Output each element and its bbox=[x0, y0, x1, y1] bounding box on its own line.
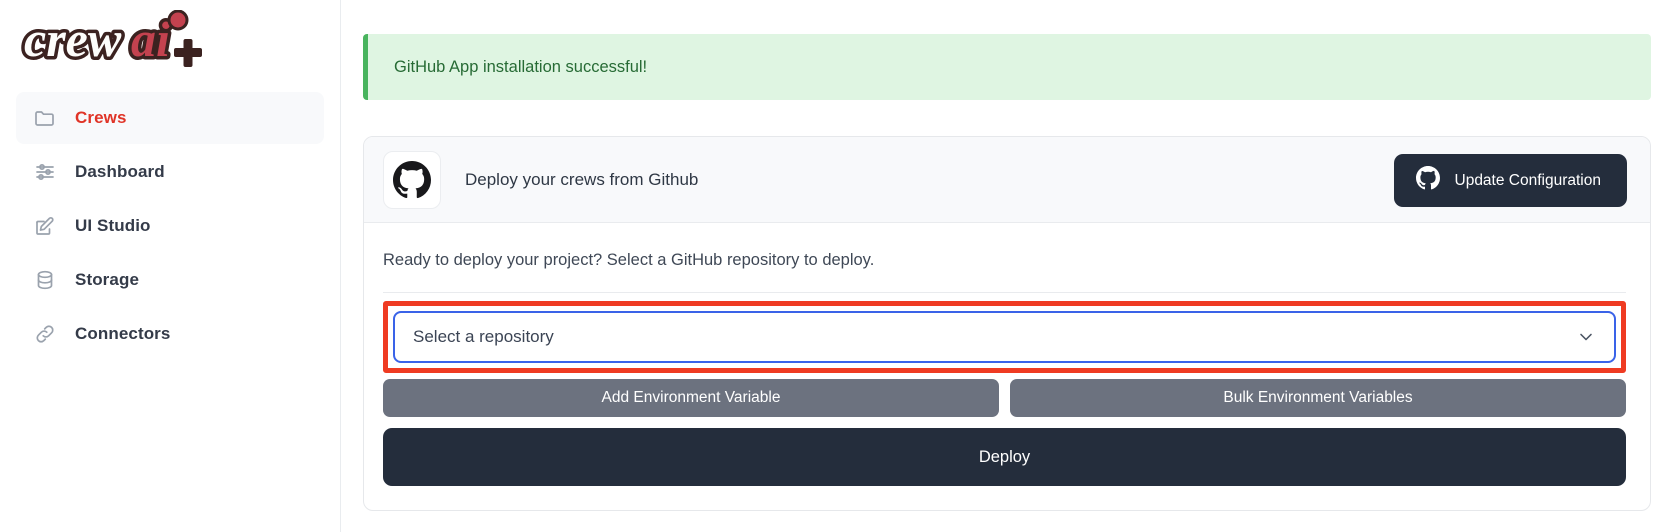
svg-text:ai: ai bbox=[131, 11, 170, 67]
svg-text:crew: crew bbox=[24, 11, 122, 67]
card-title: Deploy your crews from Github bbox=[465, 169, 699, 189]
repository-select-highlight: Select a repository bbox=[383, 301, 1626, 373]
sliders-icon bbox=[32, 159, 58, 185]
update-configuration-button[interactable]: Update Configuration bbox=[1393, 154, 1627, 207]
sidebar-item-label: Dashboard bbox=[75, 162, 165, 181]
sidebar-item-label: UI Studio bbox=[75, 216, 151, 235]
deploy-description: Ready to deploy your project? Select a G… bbox=[383, 251, 875, 269]
repository-select[interactable]: Select a repository bbox=[393, 311, 1616, 363]
database-icon bbox=[32, 267, 58, 293]
bulk-environment-variables-button[interactable]: Bulk Environment Variables bbox=[1010, 379, 1626, 417]
sidebar-item-dashboard[interactable]: Dashboard bbox=[16, 146, 324, 198]
sidebar-item-label: Crews bbox=[75, 108, 127, 127]
alert-message: GitHub App installation successful! bbox=[394, 57, 648, 76]
card-body: Ready to deploy your project? Select a G… bbox=[364, 223, 1650, 510]
sidebar-item-storage[interactable]: Storage bbox=[16, 254, 324, 306]
crewai-logo-icon: crew crew ai ai bbox=[16, 10, 216, 78]
sidebar-nav: Crews Dashboard bbox=[0, 92, 340, 360]
deploy-button[interactable]: Deploy bbox=[383, 428, 1626, 486]
add-environment-variable-button[interactable]: Add Environment Variable bbox=[383, 379, 999, 417]
sidebar-item-connectors[interactable]: Connectors bbox=[16, 308, 324, 360]
section-divider bbox=[383, 292, 1626, 293]
svg-text:crew: crew bbox=[24, 11, 122, 67]
github-icon bbox=[1415, 166, 1440, 195]
repository-select-value: Select a repository bbox=[413, 327, 554, 346]
chevron-down-icon bbox=[1576, 327, 1596, 347]
link-icon bbox=[32, 321, 58, 347]
brand-logo[interactable]: crew crew ai ai bbox=[0, 0, 340, 88]
success-alert: GitHub App installation successful! bbox=[363, 34, 1651, 100]
svg-text:ai: ai bbox=[131, 11, 170, 67]
sidebar-item-crews[interactable]: Crews bbox=[16, 92, 324, 144]
env-buttons-row: Add Environment Variable Bulk Environmen… bbox=[383, 379, 1626, 417]
github-deploy-card: Deploy your crews from Github Update Con… bbox=[363, 136, 1651, 511]
update-configuration-label: Update Configuration bbox=[1454, 171, 1602, 189]
sidebar-item-label: Connectors bbox=[75, 324, 171, 343]
github-icon bbox=[383, 150, 441, 209]
folder-icon bbox=[32, 105, 58, 131]
sidebar-item-label: Storage bbox=[75, 270, 139, 289]
pencil-square-icon bbox=[32, 213, 58, 239]
sidebar: crew crew ai ai bbox=[0, 0, 341, 532]
card-header: Deploy your crews from Github Update Con… bbox=[364, 137, 1650, 223]
sidebar-item-ui-studio[interactable]: UI Studio bbox=[16, 200, 324, 252]
main-content: GitHub App installation successful! Depl… bbox=[341, 0, 1675, 532]
